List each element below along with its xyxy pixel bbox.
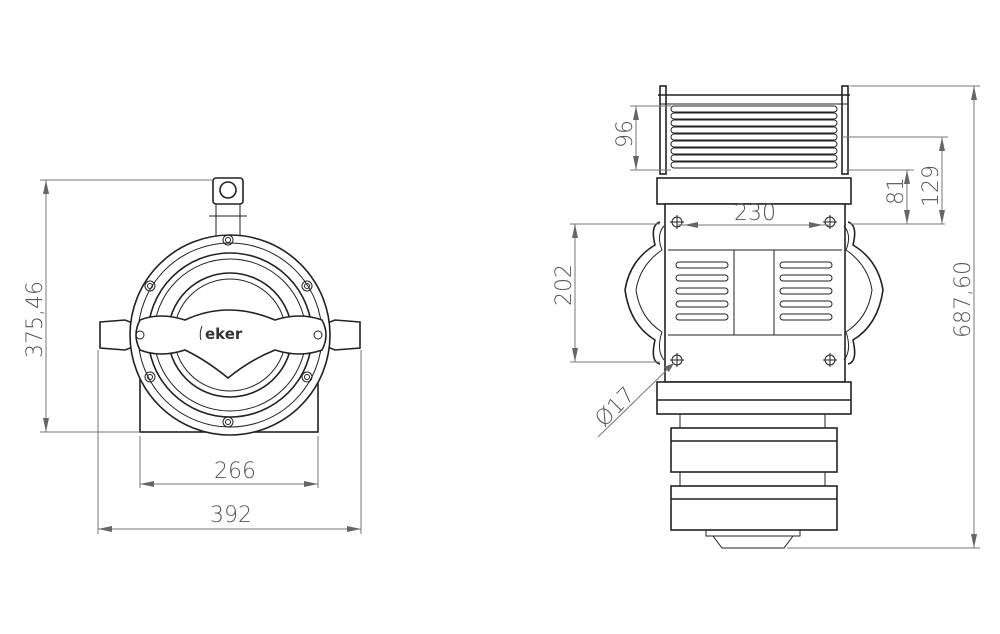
dimension-heatsink-height: 96	[613, 120, 638, 148]
screw-icon	[144, 234, 313, 428]
dimension-mount-vertical-spacing: 202	[552, 264, 577, 306]
dimension-height-front: 375,46	[23, 281, 48, 358]
dimension-hole-diameter: Ø17	[591, 383, 641, 433]
brand-logo: eker	[205, 325, 243, 343]
front-view: eker	[99, 177, 361, 436]
dimension-mount-hole-spacing: 230	[734, 201, 776, 226]
dimension-overall-length: 687,60	[951, 261, 976, 338]
dimension-overall-width: 392	[210, 503, 252, 528]
dimension-top-offset: 81	[884, 177, 909, 205]
front-view-dimensions: 375,46 266 392	[23, 179, 362, 534]
dimension-top-offset-2: 129	[919, 165, 944, 207]
vent-slots	[675, 261, 833, 321]
dimension-base-width: 266	[214, 459, 256, 484]
mount-hole-icon	[670, 215, 837, 367]
heatsink-fins	[670, 105, 838, 169]
side-view	[624, 85, 884, 549]
